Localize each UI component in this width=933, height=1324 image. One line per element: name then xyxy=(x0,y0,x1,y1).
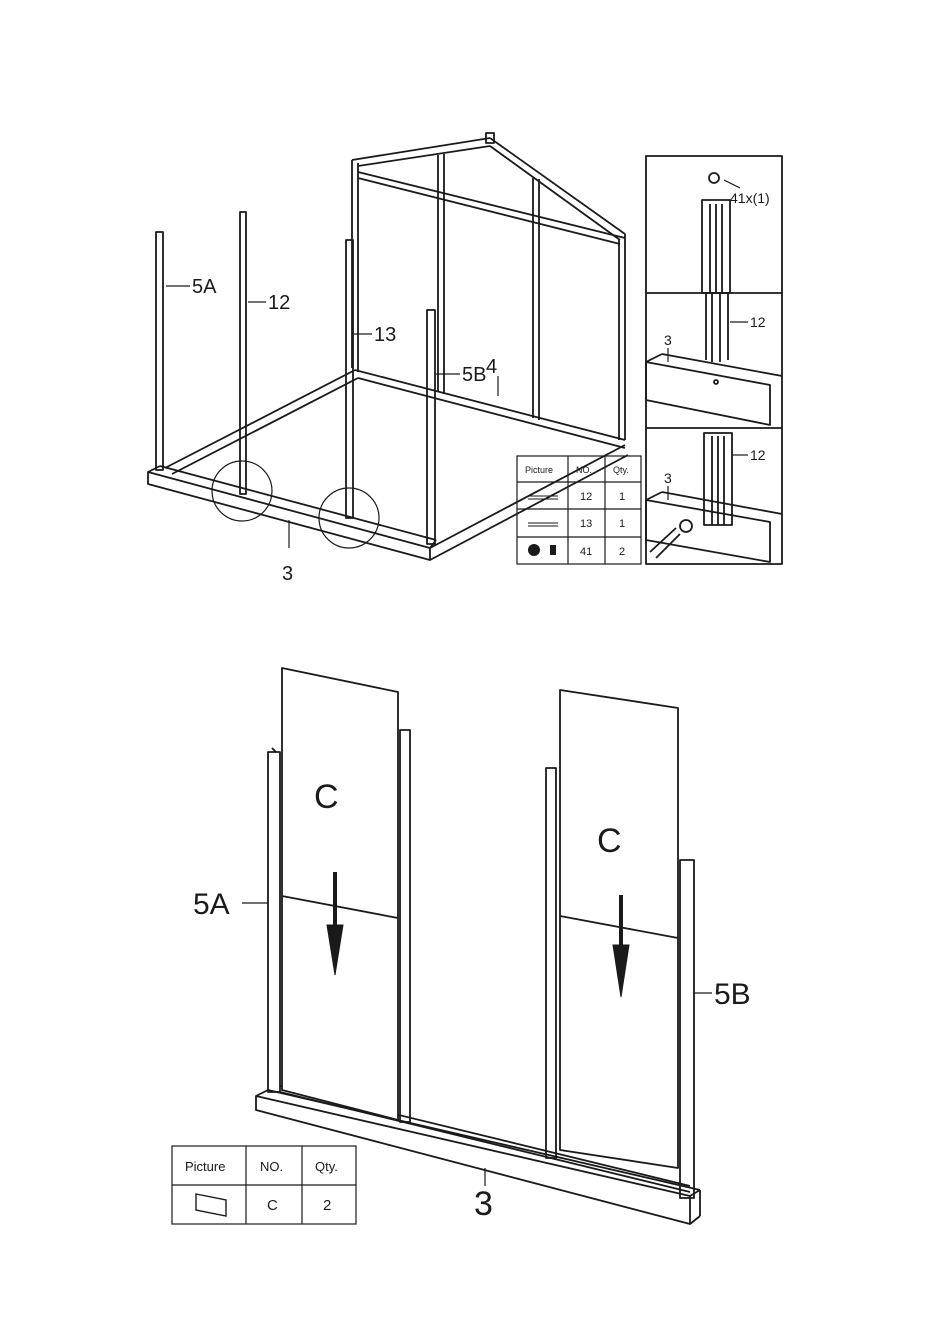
detail-3-label-2: 3 xyxy=(664,470,672,486)
detail-panels xyxy=(646,156,782,564)
table-row-no: 12 xyxy=(580,491,592,503)
top-parts-table: Picture NO. Qty. 12 1 13 1 41 2 xyxy=(517,456,641,564)
table-row-no: 41 xyxy=(580,546,592,558)
bar-part-icon xyxy=(528,496,558,499)
label-5b-bottom: 5B xyxy=(714,978,751,1011)
panel-part-icon xyxy=(196,1194,226,1216)
label-3-bottom: 3 xyxy=(474,1185,493,1223)
table-header-no: NO. xyxy=(260,1159,283,1174)
bar-part-icon xyxy=(528,523,558,526)
table-header-qty: Qty. xyxy=(315,1159,338,1174)
bottom-parts-table: Picture NO. Qty. C 2 xyxy=(172,1146,356,1224)
label-4: 4 xyxy=(486,356,497,378)
detail-12-label: 12 xyxy=(750,314,766,330)
table-header-no: NO. xyxy=(576,465,592,475)
label-5a: 5A xyxy=(192,276,217,298)
upright-5a xyxy=(156,232,163,470)
detail-screw-label: 41x(1) xyxy=(730,190,770,206)
upright-12 xyxy=(240,212,246,494)
label-3: 3 xyxy=(282,563,293,585)
table-row-qty: 1 xyxy=(619,491,625,503)
bottom-frame xyxy=(242,668,712,1224)
table-row-no: C xyxy=(267,1197,278,1214)
label-5b: 5B xyxy=(462,364,486,386)
table-row-qty: 1 xyxy=(619,518,625,530)
label-13: 13 xyxy=(374,324,396,346)
label-panel-c-2: C xyxy=(597,822,622,860)
label-12: 12 xyxy=(268,292,290,314)
upright-5b xyxy=(427,310,435,544)
label-5a-bottom: 5A xyxy=(193,888,230,921)
table-header-picture: Picture xyxy=(525,465,553,475)
table-row-no: 13 xyxy=(580,518,592,530)
table-header-qty: Qty. xyxy=(613,465,629,475)
bolt-nut-icon xyxy=(528,544,556,556)
table-row-qty: 2 xyxy=(323,1197,331,1214)
table-row-qty: 2 xyxy=(619,546,625,558)
detail-3-label: 3 xyxy=(664,332,672,348)
table-header-picture: Picture xyxy=(185,1159,225,1174)
detail-12-label-2: 12 xyxy=(750,447,766,463)
label-panel-c: C xyxy=(314,778,339,816)
